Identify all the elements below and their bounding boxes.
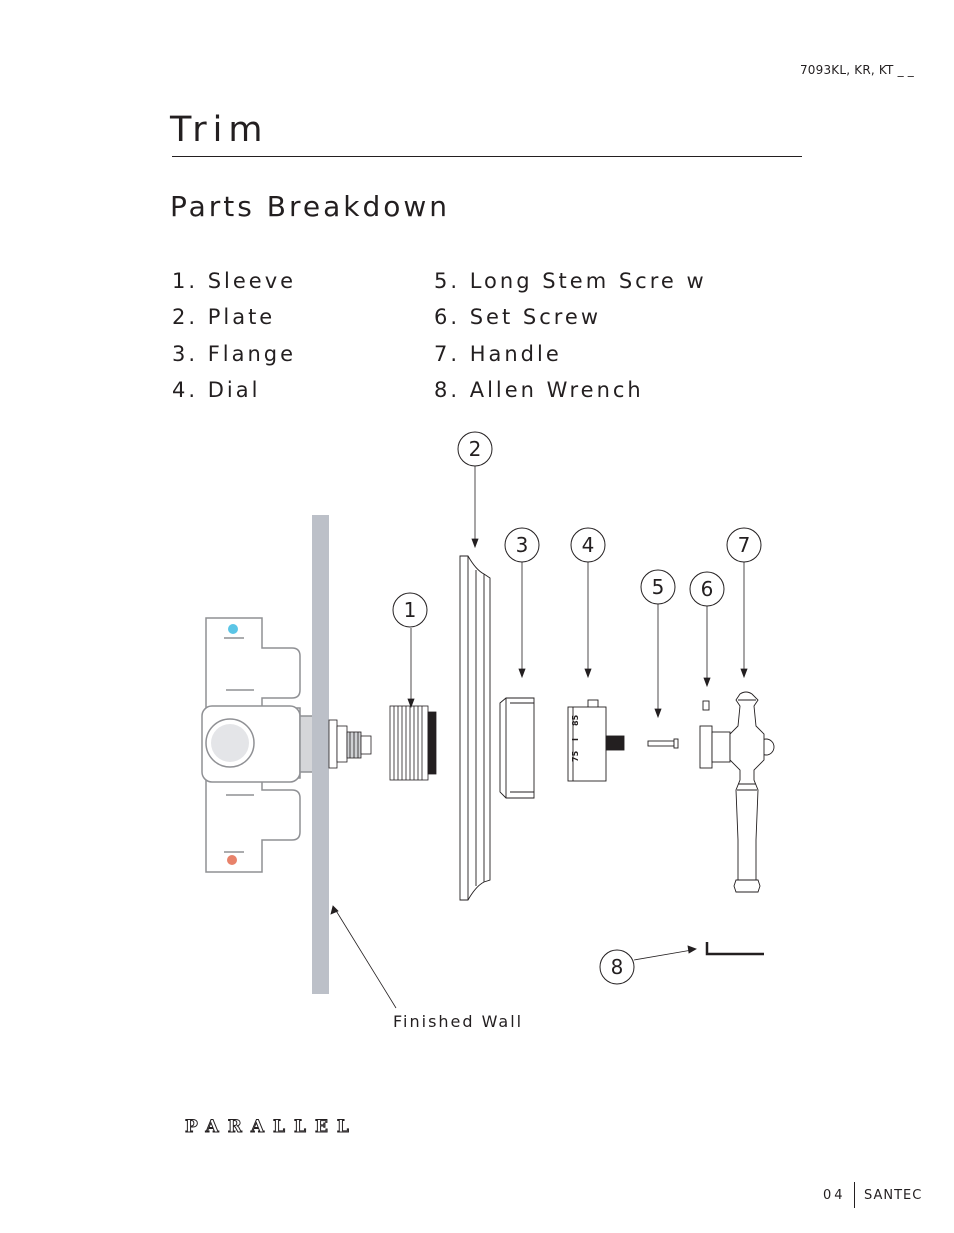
dial-mark-85: 85: [571, 714, 580, 726]
company-name: SANTEC: [864, 1188, 923, 1203]
part-item-handle: 7. Handle: [434, 341, 562, 366]
svg-text:1: 1: [404, 598, 417, 622]
callout-2: 2: [457, 431, 493, 467]
finished-wall: [312, 515, 329, 994]
dial-mark-75: 75: [571, 750, 580, 762]
section-subtitle: Parts Breakdown: [170, 190, 451, 223]
callout-4: 4: [570, 527, 606, 563]
svg-text:4: 4: [582, 533, 595, 557]
plate-part: [459, 555, 491, 901]
parts-list-left: 1. Sleeve 2. Plate 3. Flange 4. Dial: [172, 263, 296, 408]
footer-divider: [854, 1182, 855, 1208]
hot-indicator-dot: [227, 855, 237, 865]
brand-logo: PARALLEL: [185, 1117, 358, 1138]
part-item-long-stem-screw: 5. Long Stem Scre w: [434, 269, 707, 293]
callout-6: 6: [689, 571, 725, 607]
callout-5: 5: [640, 569, 676, 605]
callout-7: 7: [726, 527, 762, 563]
long-stem-screw-part: [647, 738, 679, 749]
callout-3: 3: [504, 527, 540, 563]
model-code: 7093KL, KR, KT _ _: [799, 63, 914, 77]
part-item-flange: 3. Flange: [172, 341, 297, 366]
part-item-sleeve: 1. Sleeve: [172, 269, 297, 293]
callout-8: 8: [599, 949, 635, 985]
sleeve-part: [389, 705, 437, 781]
dial-mark-middle: I: [571, 738, 580, 741]
part-item-set-screw: 6. Set Screw: [434, 305, 602, 330]
callout-1: 1: [392, 592, 428, 628]
svg-text:6: 6: [701, 577, 714, 601]
set-screw-part: [702, 700, 710, 711]
svg-text:3: 3: [516, 533, 529, 557]
svg-text:2: 2: [469, 437, 482, 461]
part-item-plate: 2. Plate: [172, 305, 276, 330]
parts-list-right: 5. Long Stem Scre w 6. Set Screw 7. Hand…: [434, 263, 707, 408]
part-item-dial: 4. Dial: [172, 377, 261, 402]
cold-indicator-dot: [228, 624, 238, 634]
part-item-allen-wrench: 8. Allen Wrench: [434, 377, 644, 402]
svg-text:5: 5: [652, 575, 665, 599]
dial-part: [567, 699, 625, 782]
leader-lines: [330, 466, 748, 1009]
title-rule: [172, 156, 802, 157]
svg-text:7: 7: [738, 533, 751, 557]
flange-part: [499, 697, 535, 799]
page-number: 04: [823, 1188, 846, 1203]
finished-wall-label: Finished Wall: [393, 1012, 524, 1031]
allen-wrench-part: [705, 942, 764, 956]
handle-part: [699, 691, 775, 893]
svg-text:8: 8: [611, 955, 624, 979]
valve-stem: [328, 719, 372, 769]
page-title: Trim: [170, 110, 269, 150]
valve-body: [201, 617, 315, 873]
